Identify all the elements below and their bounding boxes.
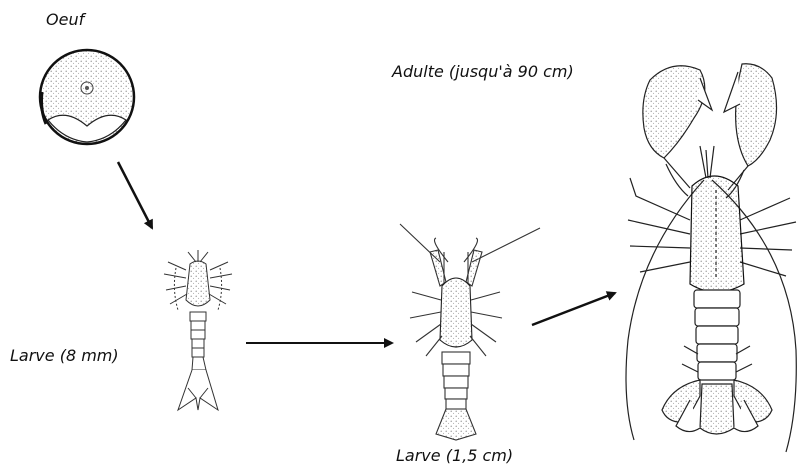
adult-lobster-illustration	[626, 64, 796, 452]
arrow-larva-to-adult	[532, 293, 615, 325]
larva-small-illustration	[164, 250, 232, 410]
arrow-egg-to-larva	[118, 162, 152, 228]
egg-illustration	[40, 50, 134, 144]
larva-large-illustration	[400, 224, 540, 440]
